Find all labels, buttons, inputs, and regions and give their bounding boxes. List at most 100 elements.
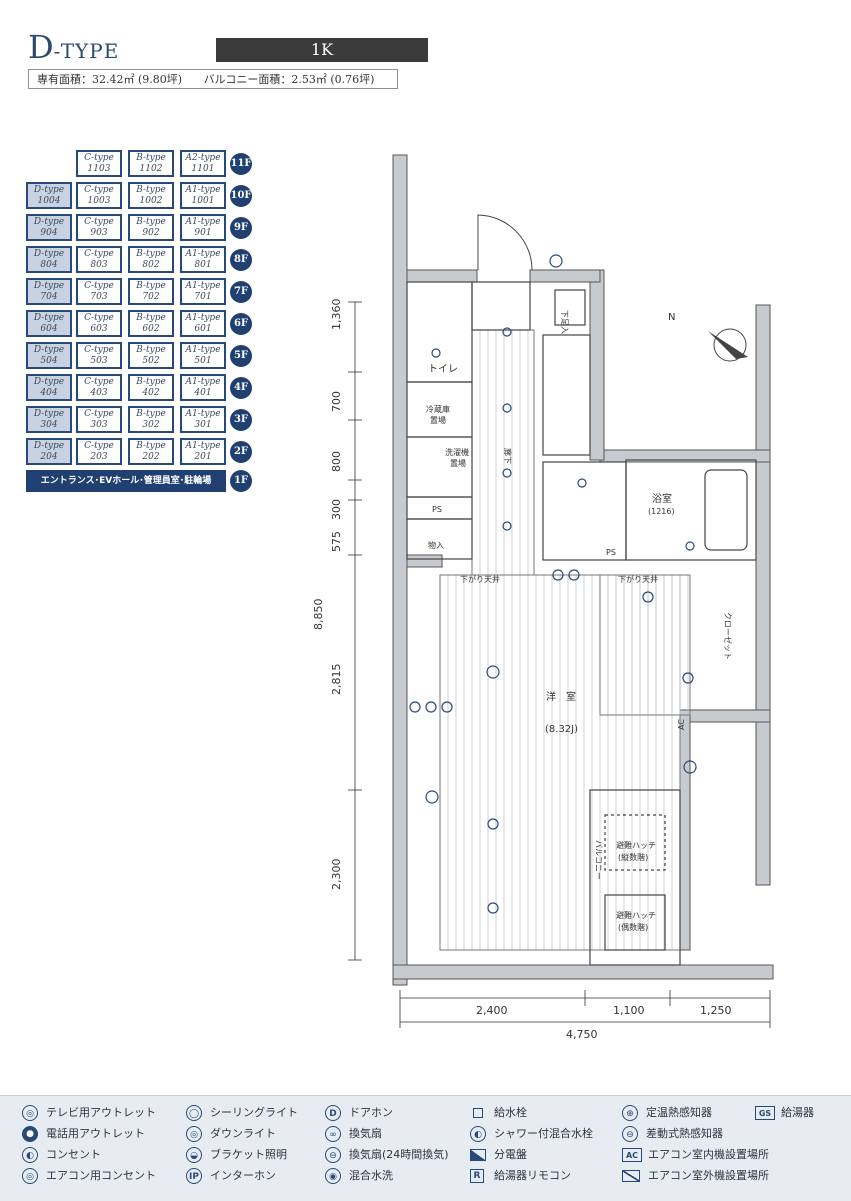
legend-label: 給水栓 (494, 1106, 527, 1119)
closet-label: クローゼット (723, 612, 733, 660)
legend-label: 給湯器 (781, 1106, 814, 1119)
legend-symbol-icon: ◐ (470, 1126, 486, 1142)
entrance-bar: エントランス･EVホール･管理員室･駐輪場 (26, 470, 226, 492)
type-initial: D (28, 28, 54, 66)
hall-floor (471, 329, 535, 576)
legend-label: エアコン室内機設置場所 (648, 1148, 769, 1161)
legend-symbol-icon: IP (186, 1168, 202, 1184)
bath-label: 浴室 (652, 492, 672, 505)
dim-bottom-1: 2,400 (476, 1004, 508, 1017)
floor-badge: 8F (230, 249, 252, 271)
legend-symbol-icon (470, 1149, 486, 1161)
ac-label: AC (677, 719, 686, 730)
shoebox-label: 下足入 (560, 310, 569, 334)
legend-symbol-icon: ◎ (186, 1126, 202, 1142)
legend-item: ◉混合水洗 (325, 1167, 393, 1185)
walls (392, 154, 774, 986)
legend-label: 電話用アウトレット (46, 1127, 145, 1140)
storage-label: 物入 (428, 540, 444, 550)
hatch1-sub: (縦数階) (618, 852, 648, 862)
washroom (542, 461, 627, 561)
floor-badge: 4F (230, 377, 252, 399)
legend-label: 定温熱感知器 (646, 1106, 712, 1119)
closet-floor (599, 574, 691, 716)
legend-label: シャワー付混合水栓 (494, 1127, 593, 1140)
legend-label: ドアホン (349, 1106, 393, 1119)
legend-item: ◎ダウンライト (186, 1125, 276, 1143)
legend-label: 給湯器リモコン (494, 1169, 571, 1182)
legend-symbol-icon: ◐ (22, 1147, 38, 1163)
bath-size: (1216) (648, 507, 675, 516)
legend-symbol-icon: R (470, 1169, 484, 1183)
private-area: 専有面積：32.42㎡ (9.80坪) (37, 73, 183, 86)
dim-bottom-2: 1,100 (613, 1004, 645, 1017)
balcony (589, 789, 681, 966)
legend-label: エアコン用コンセント (46, 1169, 156, 1182)
device-markers (409, 254, 697, 914)
dim-left-7: 2,300 (330, 859, 343, 891)
legend-item: ◎エアコン用コンセント (22, 1167, 156, 1185)
hatch2-sub: (偶数階) (618, 922, 648, 932)
legend-item: ∞換気扇 (325, 1125, 382, 1143)
western-label: 洋 室 (546, 690, 576, 703)
ps2-label: PS (606, 548, 616, 557)
layout-badge: 1K (216, 38, 428, 62)
legend-symbol-icon: ⊖ (325, 1147, 341, 1163)
legend-item: ◐ コンセント (22, 1146, 101, 1164)
ceiling-label-2: 下がり天井 (618, 574, 658, 584)
legend-item: ◐ シャワー付混合水栓 (470, 1125, 593, 1143)
floor-badge: 5F (230, 345, 252, 367)
legend-symbol-icon: ◉ (325, 1168, 341, 1184)
legend-label: 換気扇 (349, 1127, 382, 1140)
legend-symbol-icon: AC (622, 1148, 642, 1162)
type-rest: -TYPE (53, 39, 120, 63)
legend-item: ● 電話用アウトレット (22, 1125, 145, 1143)
legend-label: シーリングライト (210, 1106, 298, 1119)
legend-item: エアコン室外機設置場所 (622, 1167, 769, 1185)
type-title: D-TYPE (28, 30, 119, 64)
legend-symbol-icon: ● (22, 1126, 38, 1142)
legend-label: コンセント (46, 1148, 101, 1161)
washer-label-2: 置場 (450, 458, 466, 468)
legend-label: 差動式熱感知器 (646, 1127, 723, 1140)
floor-badge: 7F (230, 281, 252, 303)
hatch-odd (604, 814, 666, 871)
floor-badge: 6F (230, 313, 252, 335)
fridge-label-2: 置場 (430, 415, 446, 425)
legend-symbol-icon: ⊖ (622, 1126, 638, 1142)
legend-label: インターホン (210, 1169, 276, 1182)
north-label: N (668, 312, 675, 323)
dim-left-2: 700 (330, 391, 343, 412)
legend-item: ◒ブラケット照明 (186, 1146, 287, 1164)
legend-label: 分電盤 (494, 1148, 527, 1161)
floor-badge: 10F (230, 185, 252, 207)
ps-label: PS (432, 505, 442, 514)
